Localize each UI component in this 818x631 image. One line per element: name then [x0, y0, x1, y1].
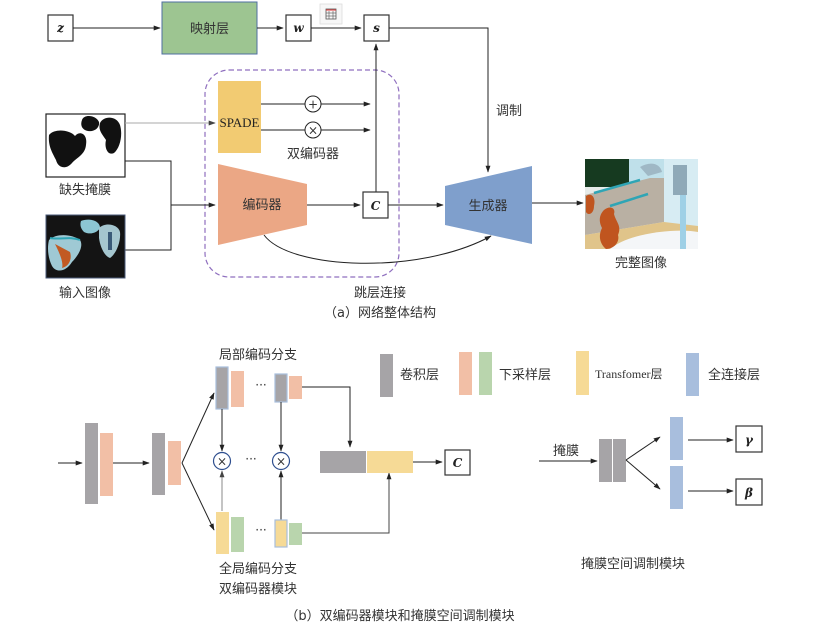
arrow-to-local-branch — [181, 392, 215, 464]
downsample-block-2 — [168, 441, 181, 485]
dual-encoder-label: 双编码器 — [287, 147, 339, 162]
add-op: + — [304, 95, 322, 113]
local-branch-label: 局部编码分支 — [219, 348, 297, 363]
w-label: w — [293, 21, 304, 35]
local-downsample-block-n — [289, 376, 302, 399]
svg-text:全连接层: 全连接层 — [708, 367, 760, 383]
local-conv-block-n — [274, 373, 288, 403]
mapping-layer-node: 映射层 — [161, 1, 258, 55]
caption-b: （b）双编码器模块和掩膜空间调制模块 — [285, 609, 514, 624]
generator-label: 生成器 — [468, 199, 507, 214]
svg-text:Transfomer层: Transfomer层 — [595, 367, 663, 381]
s-label: s — [373, 21, 380, 35]
w-node: w — [285, 14, 312, 42]
conv-block-1 — [85, 423, 98, 504]
downsample-block-1 — [100, 433, 113, 496]
spade-node: SPADE — [218, 81, 261, 153]
skip-connection-label: 跳层连接 — [354, 285, 406, 301]
mul-ellipsis: ··· — [245, 452, 256, 466]
generator-node: 生成器 — [445, 166, 532, 244]
input-image-label: 输入图像 — [59, 285, 111, 301]
local-downsample-block-1 — [231, 371, 244, 407]
concat-label: C — [371, 199, 381, 213]
local-conv-block-1 — [215, 366, 229, 410]
missing-mask-label: 缺失掩膜 — [59, 183, 111, 198]
encoder-label: 编码器 — [242, 198, 281, 213]
fc-block-beta — [670, 466, 683, 509]
arrow-to-fc-beta — [625, 459, 661, 490]
times-icon: × — [276, 455, 286, 469]
mask-conv-block-2 — [613, 439, 626, 482]
modulation-label: 调制 — [496, 104, 522, 119]
encoder-node: 编码器 — [218, 164, 307, 245]
times-icon: × — [308, 124, 318, 138]
local-ellipsis: ··· — [255, 378, 266, 392]
fc-block-gamma — [670, 417, 683, 460]
global-downsample-block-1 — [231, 517, 244, 552]
mask-module-label: 掩膜空间调制模块 — [581, 557, 685, 572]
capture-overlay-icon[interactable] — [319, 3, 343, 25]
beta-node: β — [735, 478, 763, 506]
merge-lines — [125, 160, 172, 251]
global-branch-label: 全局编码分支 — [219, 561, 297, 577]
concat-transformer-segment — [367, 451, 413, 473]
multiply-op-n: × — [271, 451, 291, 471]
mask-input-label: 掩膜 — [553, 444, 579, 459]
global-transformer-block-1 — [216, 512, 229, 554]
caption-a: （a）网络整体结构 — [324, 305, 436, 321]
z-label: z — [56, 21, 65, 35]
plus-icon: + — [308, 98, 318, 112]
beta-label: β — [744, 486, 753, 500]
dual-encoder-region — [204, 69, 400, 278]
arrow-s-to-generator — [389, 27, 491, 173]
s-node: s — [363, 14, 390, 42]
arrow-global-to-concat — [302, 472, 392, 534]
input-image — [45, 214, 126, 279]
missing-mask-image — [45, 113, 126, 178]
times-icon: × — [217, 455, 227, 469]
arrow-local-to-concat — [302, 386, 353, 448]
arrow-to-fc-gamma — [625, 436, 661, 461]
multiply-op-1: × — [212, 451, 232, 471]
conv-block-2 — [152, 433, 165, 495]
legend: 卷积层 下采样层 Transfomer层 全连接层 — [380, 351, 760, 397]
concat-conv-segment — [320, 451, 366, 473]
global-transformer-block-n — [274, 519, 288, 548]
complete-image — [585, 159, 698, 249]
legend-item-conv: 卷积层 — [380, 354, 439, 397]
global-ellipsis: ··· — [255, 523, 266, 537]
gamma-node: γ — [735, 425, 763, 453]
concat-node: C — [362, 191, 389, 219]
svg-text:卷积层: 卷积层 — [400, 367, 439, 383]
legend-item-fc: 全连接层 — [686, 353, 760, 396]
dual-encoder-module-label: 双编码器模块 — [219, 582, 297, 597]
concat-label-b: C — [453, 456, 463, 470]
legend-item-transformer: Transfomer层 — [576, 351, 663, 395]
legend-item-downsample: 下采样层 — [459, 352, 551, 395]
mask-conv-block-1 — [599, 439, 612, 482]
global-downsample-block-n — [289, 523, 302, 545]
arrow-to-global-branch — [181, 462, 215, 531]
z-node: z — [47, 14, 74, 42]
concat-node-b: C — [444, 449, 471, 476]
mapping-layer-label: 映射层 — [190, 21, 229, 37]
multiply-op: × — [304, 121, 322, 139]
gamma-label: γ — [745, 433, 754, 447]
svg-text:下采样层: 下采样层 — [499, 368, 551, 383]
skip-connection-arrow — [263, 234, 492, 264]
complete-image-label: 完整图像 — [615, 256, 667, 271]
spade-label: SPADE — [220, 115, 260, 130]
